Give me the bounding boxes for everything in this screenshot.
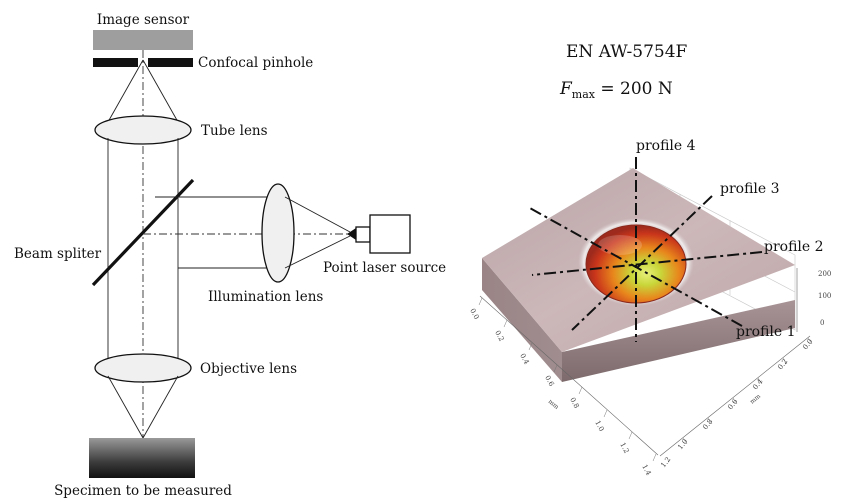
profile-1-label: profile 1 bbox=[736, 324, 796, 340]
x-tick-5: 1.0 bbox=[593, 419, 605, 433]
image-sensor-label: Image sensor bbox=[97, 12, 190, 28]
confocal-pinhole-right bbox=[148, 58, 193, 67]
y-tick-6: 1.2 bbox=[659, 456, 672, 470]
y-tick-1: 0.2 bbox=[776, 358, 789, 372]
y-tick-5: 1.0 bbox=[676, 438, 689, 452]
force-annotation: Fmax = 200 N bbox=[559, 79, 673, 101]
indent-highlight bbox=[598, 235, 642, 255]
x-tick-2: 0.4 bbox=[518, 352, 531, 366]
specimen-block-front-face bbox=[562, 300, 795, 382]
profile-2-label: profile 2 bbox=[764, 239, 824, 255]
y-axis-ticks bbox=[682, 337, 813, 445]
surface-scan-render: EN AW-5754F Fmax = 200 N profile 4 bbox=[468, 42, 831, 477]
laser-body-small bbox=[355, 226, 371, 243]
optical-setup-diagram: Image sensor Confocal pinhole Tube lens … bbox=[14, 12, 446, 499]
x-tick-4: 0.8 bbox=[568, 396, 580, 410]
laser-nozzle bbox=[347, 228, 356, 240]
y-tick-0: 0.0 bbox=[801, 338, 814, 352]
y-axis-unit: mm bbox=[749, 393, 762, 406]
material-title: EN AW-5754F bbox=[566, 42, 688, 62]
x-axis-unit: mm bbox=[547, 398, 560, 411]
y-tick-4: 0.8 bbox=[701, 418, 714, 432]
confocal-pinhole-label: Confocal pinhole bbox=[198, 55, 313, 71]
laser-body bbox=[369, 214, 411, 254]
x-tick-7: 1.4 bbox=[640, 463, 653, 477]
laser-ray-bottom bbox=[284, 235, 351, 269]
x-tick-3: 0.6 bbox=[543, 374, 556, 388]
specimen bbox=[89, 438, 195, 478]
z-tick-100: 100 bbox=[818, 292, 831, 300]
profile-lines bbox=[527, 157, 763, 342]
specimen-label: Specimen to be measured bbox=[54, 483, 232, 498]
x-tick-6: 1.2 bbox=[618, 441, 630, 455]
laser-ray-top bbox=[284, 196, 351, 233]
confocal-pinhole-left bbox=[93, 58, 138, 67]
profile-line-2 bbox=[531, 251, 763, 276]
tube-lens bbox=[94, 115, 192, 145]
x-tick-1: 0.2 bbox=[493, 329, 505, 343]
x-axis-ticks bbox=[478, 297, 657, 462]
beam-splitter-label: Beam spliter bbox=[14, 246, 102, 262]
y-tick-3: 0.6 bbox=[726, 397, 739, 411]
profile-4-label: profile 4 bbox=[636, 138, 696, 154]
x-tick-0: 0.0 bbox=[468, 307, 480, 321]
y-tick-2: 0.4 bbox=[751, 377, 764, 391]
ray-pinhole-tube-right bbox=[142, 59, 179, 123]
z-tick-200: 200 bbox=[818, 270, 831, 278]
objective-lens-label: Objective lens bbox=[200, 361, 297, 377]
force-value: = 200 N bbox=[595, 79, 673, 99]
z-tick-0: 0 bbox=[820, 319, 824, 327]
y-axis: 0.0 0.2 0.4 0.6 0.8 1.0 1.2 mm bbox=[659, 335, 814, 470]
point-laser-source-label: Point laser source bbox=[323, 260, 446, 276]
illumination-lens-label: Illumination lens bbox=[208, 289, 323, 305]
ray-objective-right bbox=[142, 375, 179, 439]
force-symbol: F bbox=[559, 79, 573, 99]
profile-line-1 bbox=[527, 206, 743, 327]
z-axis: 200 100 0 bbox=[796, 268, 831, 332]
ray-pinhole-tube-left bbox=[107, 59, 144, 123]
profile-3-label: profile 3 bbox=[720, 181, 780, 197]
illumination-lens bbox=[261, 183, 295, 283]
objective-lens bbox=[94, 353, 192, 383]
beam-splitter bbox=[91, 178, 195, 287]
force-subscript: max bbox=[572, 88, 596, 101]
image-sensor bbox=[93, 30, 193, 50]
ray-objective-left bbox=[107, 375, 144, 439]
tube-lens-label: Tube lens bbox=[201, 123, 268, 139]
